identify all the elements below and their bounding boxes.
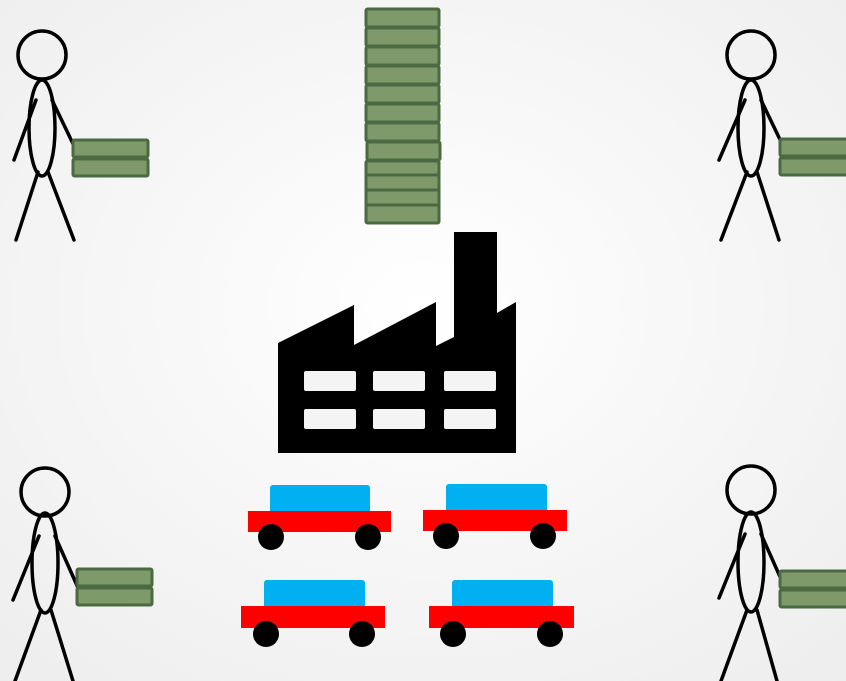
bill [366, 66, 439, 84]
factory-window [444, 371, 496, 391]
factory-window [304, 409, 356, 429]
wheel [349, 621, 375, 647]
wheel [433, 523, 459, 549]
factory-window [373, 409, 425, 429]
bill [780, 139, 846, 156]
bill [367, 142, 440, 160]
bills-bottom-left [77, 569, 152, 605]
bill [366, 104, 439, 122]
factory-window [444, 409, 496, 429]
wheel [537, 621, 563, 647]
wheel [253, 621, 279, 647]
bill [366, 47, 439, 65]
bill [780, 158, 846, 175]
bill [366, 28, 439, 46]
bill [366, 205, 439, 223]
factory-window [373, 371, 425, 391]
bill [77, 569, 152, 586]
wheel [440, 621, 466, 647]
bill [73, 140, 148, 157]
wheel [355, 524, 381, 550]
bills-bottom-right [780, 571, 846, 607]
wheel [258, 524, 284, 550]
bills-top-right [780, 139, 846, 175]
bill [366, 85, 439, 103]
wheel [530, 523, 556, 549]
bills-top-left [73, 140, 148, 176]
bill [77, 588, 152, 605]
bill [366, 123, 439, 141]
bill [73, 159, 148, 176]
bill [366, 9, 439, 27]
bill [780, 571, 846, 588]
bill [780, 590, 846, 607]
money-stack [366, 9, 440, 223]
factory-window [304, 371, 356, 391]
